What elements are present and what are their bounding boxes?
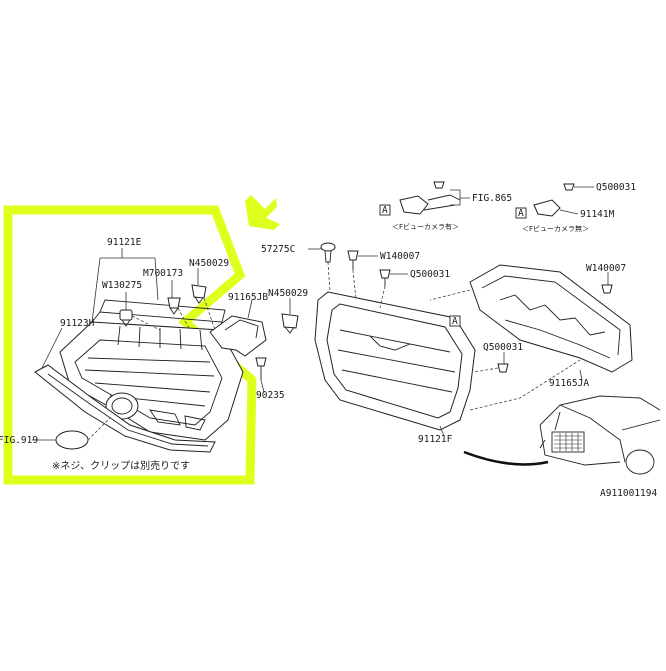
label-Q500031-camera: Q500031 [596,182,636,193]
absorber-91165JA-part [469,264,633,373]
ref-a-1-text: A [382,205,388,216]
label-N450029-right: N450029 [268,288,308,299]
callout-curve [463,450,549,466]
label-M700173: M700173 [143,268,183,279]
camera-with-part [399,181,461,215]
diagram-id: A911001194 [600,488,657,499]
clip-M700173 [167,297,181,315]
label-91121F: 91121F [418,434,453,445]
label-W140007-center: W140007 [380,251,420,262]
ref-a-3-text: A [452,316,458,327]
label-Q500031-right: Q500031 [483,342,523,353]
label-91123H: 91123H [60,318,95,329]
label-W140007-right: W140007 [586,263,626,274]
arrow-icon [245,195,280,230]
label-FIG919: FIG.919 [0,435,38,446]
clip-N450029-right [281,313,299,334]
label-90235: 90235 [256,390,285,401]
label-Q500031-center: Q500031 [410,269,450,280]
bracket-91165JB-part [209,315,267,357]
pin-57275C [320,242,336,263]
screw-90235 [255,357,267,380]
label-91165JA: 91165JA [549,378,589,389]
clip-W130275 [119,309,133,327]
ref-box-a-2 [515,207,527,219]
label-W130275: W130275 [102,280,142,291]
screw-Q500031-right [497,363,509,373]
label-camera-with: ＜Fビューカメラ有＞ [392,222,459,231]
car-icon [539,395,661,475]
grille-frame-91121F-part [314,291,476,431]
label-91165JB: 91165JB [228,292,268,303]
label-camera-without: ＜Fビューカメラ無＞ [522,224,589,233]
ref-box-a-1 [379,204,391,216]
molding-91123H-part [34,364,216,453]
label-FIG865: FIG.865 [472,193,512,204]
label-N450029-left: N450029 [189,258,229,269]
emblem-part [55,430,89,450]
ref-a-2-text: A [518,208,524,219]
label-57275C: 57275C [261,244,295,255]
label-91121E: 91121E [107,237,142,248]
label-91141M: 91141M [580,209,615,220]
screw-W140007-right [601,284,613,294]
ref-box-a-3 [449,315,461,327]
screw-W140007-center [347,250,359,270]
car-grille-highlight [551,431,585,453]
camera-without-part [533,183,575,217]
note-text: ※ネジ、クリップは別売りです [52,459,190,472]
screw-Q500031-center [379,269,391,286]
